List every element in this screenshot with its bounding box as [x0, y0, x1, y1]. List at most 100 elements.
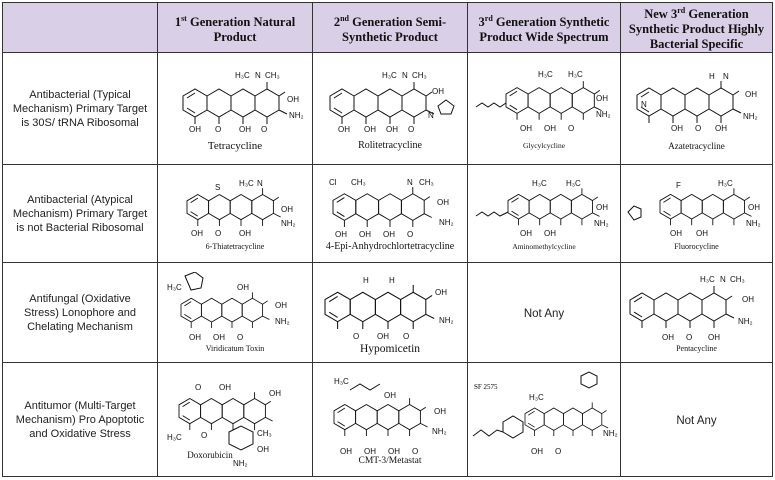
compound-name: Azatetracycline	[668, 140, 725, 151]
svg-text:OH: OH	[544, 124, 556, 133]
structure-azatetracycline: N H N OH NH₂ OH O OH Azatetracycline	[620, 52, 773, 166]
svg-text:OH: OH	[377, 332, 389, 341]
svg-text:OH: OH	[338, 125, 350, 134]
structure-aminomethylcycline: H₃C H₃C OH NH₂ OH OH Aminomethylcycline	[467, 164, 621, 264]
svg-text:OH: OH	[520, 229, 532, 238]
svg-text:OH: OH	[340, 447, 352, 456]
svg-text:N: N	[641, 100, 647, 109]
svg-text:OH: OH	[435, 288, 447, 297]
svg-text:OH: OH	[748, 203, 760, 212]
svg-text:OH: OH	[287, 95, 299, 104]
molecule-drawing: H₃C OH OH NH₂ OH OH OH O	[333, 377, 447, 456]
svg-text:H₃C: H₃C	[235, 71, 250, 80]
svg-text:NH₂: NH₂	[281, 219, 296, 228]
svg-text:OH: OH	[386, 125, 398, 134]
svg-text:H₃C: H₃C	[700, 275, 715, 284]
svg-text:N: N	[407, 178, 413, 187]
compound-name: Pentacycline	[676, 344, 717, 354]
svg-text:OH: OH	[239, 229, 251, 238]
svg-text:H: H	[363, 276, 369, 285]
svg-text:NH₂: NH₂	[743, 112, 758, 121]
svg-text:N: N	[723, 72, 729, 81]
svg-text:Cl: Cl	[329, 178, 337, 187]
svg-text:S: S	[215, 183, 220, 192]
molecule-drawing: H₃C H₃C OH NH₂ OH OH O	[475, 70, 611, 133]
svg-text:O: O	[403, 332, 409, 341]
svg-text:OH: OH	[434, 407, 446, 416]
header-new-third-generation: New 3rd Generation Synthetic Product Hig…	[620, 1, 773, 54]
molecule-drawing: S H₃C N OH NH₂ OH O OH	[186, 179, 296, 238]
no-compound: Not Any	[467, 262, 621, 364]
svg-text:N: N	[720, 275, 726, 284]
svg-text:O: O	[195, 383, 201, 392]
molecule-drawing: H₃C H₃C OH NH₂ OH OH	[475, 179, 609, 238]
svg-text:N: N	[402, 71, 408, 80]
compound-name: Hypomicetin	[359, 342, 421, 355]
structure-cmt-3-metastat: H₃C OH OH NH₂ OH OH OH O CMT-3/Metastat	[312, 362, 468, 478]
compound-name: 4-Epi-Anhydrochlortetracycline	[325, 241, 455, 253]
compound-name: Aminomethylcycline	[512, 242, 576, 252]
svg-text:H₃C: H₃C	[334, 377, 349, 386]
not-any-text: Not Any	[676, 414, 717, 427]
svg-text:OH: OH	[359, 230, 371, 239]
svg-text:NH₂: NH₂	[439, 218, 454, 227]
svg-text:CH₃: CH₃	[730, 275, 745, 284]
svg-text:H₃C: H₃C	[532, 179, 547, 188]
svg-text:NH₂: NH₂	[233, 459, 248, 468]
svg-text:CH₃: CH₃	[419, 178, 434, 187]
svg-text:O: O	[412, 447, 418, 456]
structure-sf-2575: SF 2575 H₃C NH₂ OH O	[467, 362, 621, 478]
svg-text:H₃C: H₃C	[239, 179, 254, 188]
svg-text:NH₂: NH₂	[594, 219, 609, 228]
svg-text:H₃C: H₃C	[529, 393, 544, 402]
svg-text:N: N	[428, 111, 434, 120]
structure-fluorocycline: F H₃C OH NH₂ OH OH Fluorocycline	[620, 164, 773, 264]
compound-name: Tetracycline	[207, 139, 263, 152]
structure-hypomicetin: H H OH NH₂ O OH O Hypomicetin	[312, 262, 468, 364]
svg-text:OH: OH	[596, 94, 608, 103]
svg-text:H₃C: H₃C	[566, 179, 581, 188]
svg-text:OH: OH	[708, 333, 720, 342]
molecule-drawing: N H N OH NH₂ OH O OH	[636, 72, 758, 133]
svg-text:F: F	[676, 181, 681, 190]
svg-text:OH: OH	[596, 203, 608, 212]
structure-viridicatum-toxin: H₃C OH OH NH₂ OH OH O Viridicatum Toxin	[157, 262, 313, 364]
svg-text:OH: OH	[670, 229, 682, 238]
svg-text:O: O	[215, 229, 221, 238]
svg-text:NH₂: NH₂	[596, 110, 611, 119]
svg-text:O: O	[695, 124, 701, 133]
compound-name: Glycylcycline	[522, 141, 566, 151]
svg-text:OH: OH	[189, 333, 201, 342]
svg-text:CH₃: CH₃	[351, 178, 366, 187]
svg-text:OH: OH	[696, 229, 708, 238]
svg-text:H₃C: H₃C	[382, 71, 397, 80]
svg-text:CH₃: CH₃	[257, 429, 272, 438]
svg-text:OH: OH	[742, 295, 754, 304]
svg-text:H₃C: H₃C	[167, 433, 182, 442]
svg-text:OH: OH	[269, 389, 281, 398]
svg-text:OH: OH	[364, 447, 376, 456]
compound-name: Rolitetracycline	[358, 140, 422, 152]
structure-tetracycline: H₃C N CH₃ OH NH₂ OH O OH O Tetracycline	[157, 52, 313, 166]
svg-text:O: O	[568, 124, 574, 133]
svg-text:OH: OH	[191, 229, 203, 238]
svg-text:OH: OH	[213, 333, 225, 342]
svg-text:OH: OH	[383, 230, 395, 239]
molecule-drawing: Cl CH₃ N CH₃ OH NH₂ OH OH OH O	[329, 178, 454, 239]
svg-text:OH: OH	[384, 391, 396, 400]
svg-text:OH: OH	[189, 125, 201, 134]
svg-text:OH: OH	[388, 447, 400, 456]
svg-text:NH₂: NH₂	[738, 317, 753, 326]
svg-text:NH₂: NH₂	[603, 429, 618, 438]
structure-pentacycline: H₃C N CH₃ OH NH₂ OH O OH Pentacycline	[620, 262, 773, 364]
molecule-drawing: H₃C N CH₃ OH NH₂ OH O OH	[629, 275, 754, 342]
header-second-generation: 2nd Generation Semi- Synthetic Product	[312, 1, 468, 54]
svg-text:CH₃: CH₃	[265, 71, 280, 80]
svg-text:NH₂: NH₂	[439, 316, 454, 325]
